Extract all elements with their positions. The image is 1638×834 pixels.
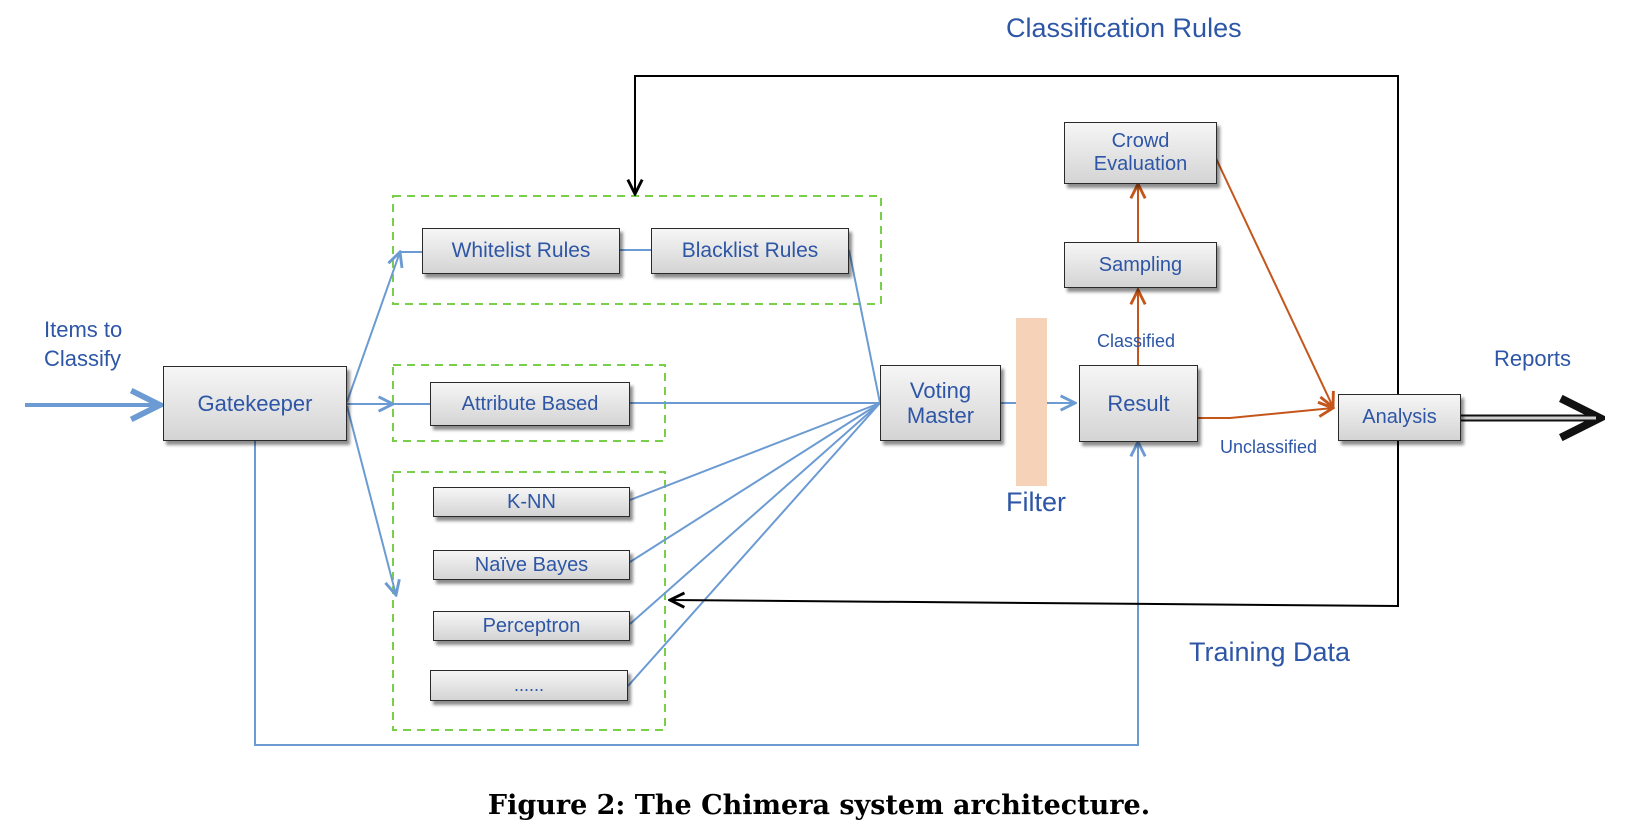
edge-result-analysis [1198, 408, 1333, 419]
training-data-label: Training Data [1189, 637, 1351, 667]
edge-training-data-feedback [670, 431, 1399, 606]
attribute-based-box: Attribute Based [430, 382, 630, 426]
classification-rules-label: Classification Rules [1006, 13, 1242, 43]
result-box: Result [1079, 365, 1198, 442]
more-classifiers-box: ...... [430, 670, 628, 701]
perceptron-box: Perceptron [433, 611, 630, 641]
filter-bar [1016, 318, 1047, 486]
crowd-evaluation-box: Crowd Evaluation [1064, 122, 1217, 184]
unclassified-label: Unclassified [1220, 437, 1318, 457]
items-to-classify-label: Items to Classify [44, 317, 123, 371]
blacklist-rules-box: Blacklist Rules [651, 228, 849, 274]
analysis-box: Analysis [1338, 394, 1461, 441]
learning-group [392, 471, 666, 731]
edge-more-voting [627, 402, 881, 687]
naive-bayes-box: Naïve Bayes [433, 550, 630, 580]
edge-perceptron-voting [629, 402, 881, 625]
edge-knn-voting [629, 402, 881, 501]
gatekeeper-box: Gatekeeper [163, 366, 347, 441]
reports-label: Reports [1494, 346, 1572, 371]
edge-gatekeeper-learning [346, 405, 396, 595]
edge-classification-rules-feedback [635, 75, 1399, 394]
classified-label: Classified [1097, 331, 1176, 351]
figure-caption: Figure 2: The Chimera system architectur… [487, 790, 1151, 821]
whitelist-rules-box: Whitelist Rules [422, 228, 620, 274]
edge-gatekeeper-bypass-result [254, 441, 1138, 746]
knn-box: K-NN [433, 487, 630, 517]
edge-blacklist-voting [848, 249, 881, 404]
edge-gatekeeper-rules [346, 252, 400, 403]
voting-master-box: Voting Master [880, 365, 1001, 441]
sampling-box: Sampling [1064, 242, 1217, 288]
edge-crowd-analysis [1212, 151, 1333, 407]
edge-naive-bayes-voting [629, 402, 881, 563]
filter-label: Filter [1006, 487, 1066, 517]
